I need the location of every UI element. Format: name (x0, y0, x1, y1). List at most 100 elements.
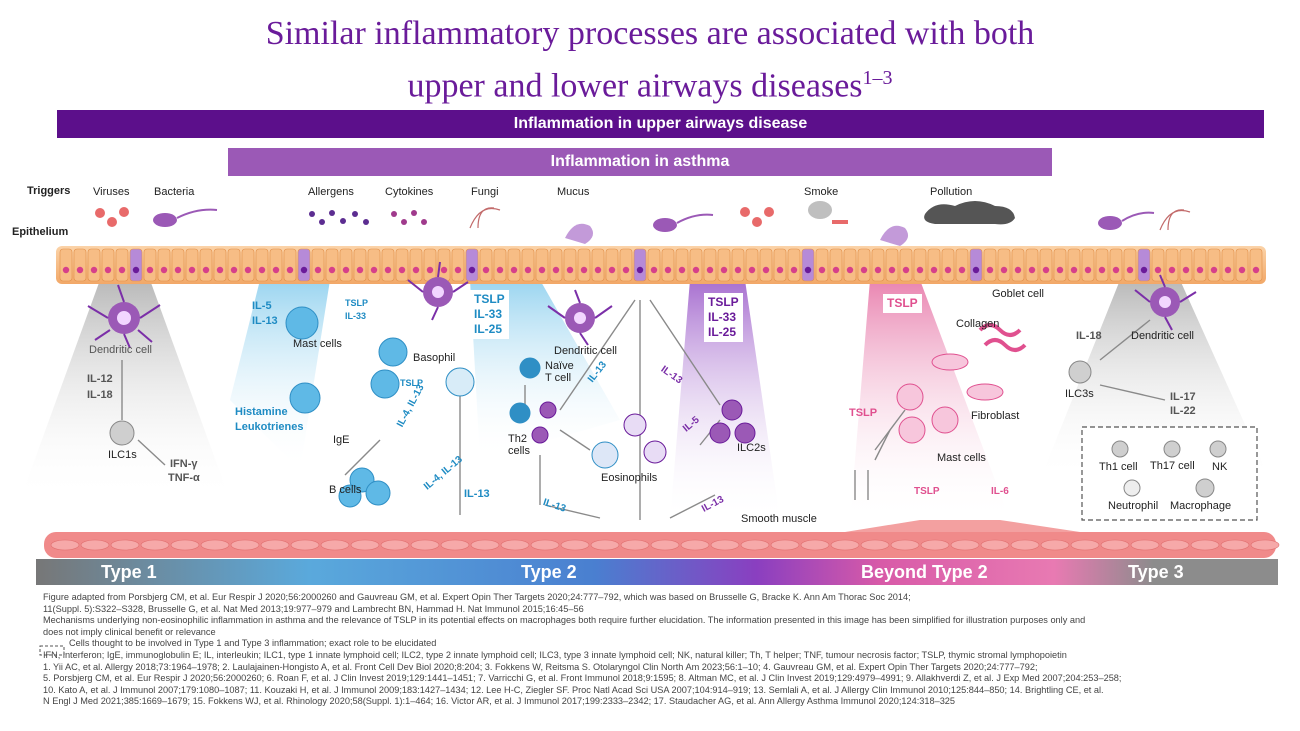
cell-nucleus (706, 266, 714, 274)
title-line2: upper and lower airways diseases (407, 67, 863, 105)
triggers-label: Triggers (27, 185, 71, 197)
type3-label: Type 3 (1128, 562, 1184, 582)
beyond-type2-label: Beyond Type 2 (861, 562, 988, 582)
asthma-band-label: Inflammation in asthma (550, 153, 730, 170)
cell-nucleus (1224, 266, 1232, 274)
epithelial-cell (339, 248, 353, 282)
il25-box2: IL-25 (708, 325, 737, 339)
legend-nk: NK (1212, 461, 1228, 473)
epithelial-cell (941, 248, 955, 282)
upper-airways-band: Inflammation in upper airways disease (57, 110, 1264, 138)
footer-line: Figure adapted from Porsbjerg CM, et al.… (43, 592, 911, 602)
tnf-label: TNF-α (168, 472, 200, 484)
smooth-muscle-cell (1010, 539, 1040, 551)
smooth-muscle-cell (950, 539, 980, 551)
cell-nucleus (230, 266, 238, 274)
cell-nucleus (832, 266, 840, 274)
dendritic-cell-left-icon (87, 284, 161, 349)
cell-nucleus (1168, 266, 1176, 274)
epithelial-cell (479, 248, 493, 282)
pink-cells (896, 323, 1027, 444)
smooth-muscle-cell (980, 539, 1010, 551)
epithelial-cell (73, 248, 87, 282)
tslp-cone-pink (850, 280, 1010, 520)
epithelial-cell (381, 248, 395, 282)
epithelial-cell (689, 248, 703, 282)
epithelial-cell (115, 248, 129, 282)
epithelial-cell (1165, 248, 1179, 282)
cell-nucleus (1126, 266, 1134, 274)
smooth-muscle-cell (1070, 539, 1100, 551)
epithelial-cell (59, 248, 73, 282)
smooth-muscle-cell (770, 539, 800, 551)
cell-nucleus (328, 266, 336, 274)
cell-nucleus (860, 266, 868, 274)
cell-nucleus (132, 266, 140, 274)
epithelial-cell (563, 248, 577, 282)
asthma-band: Inflammation in asthma (228, 148, 1052, 176)
type1-label: Type 1 (101, 562, 157, 582)
il22-label: IL-22 (1170, 405, 1196, 417)
cell-nucleus (356, 266, 364, 274)
epithelial-cell (955, 248, 969, 282)
epithelial-cell (507, 248, 521, 282)
cell-nucleus (188, 266, 196, 274)
smooth-muscle-cell (710, 539, 740, 551)
epithelial-cell (171, 248, 185, 282)
collagen-label: Collagen (956, 318, 1000, 330)
footer-line: N Engl J Med 2021;385:1669–1679; 15. Fok… (43, 696, 956, 707)
epithelial-cell (843, 248, 857, 282)
footer-dashed-icon (39, 645, 65, 656)
cell-nucleus (1182, 266, 1190, 274)
epithelial-cell (927, 248, 941, 282)
smooth-muscle-cell (680, 539, 710, 551)
mast-cone (230, 280, 330, 470)
epithelial-cell (1193, 248, 1207, 282)
epithelial-cell (717, 248, 731, 282)
smooth-muscle-cell (650, 539, 680, 551)
smooth-muscle-cell (170, 539, 200, 551)
cell-nucleus (538, 266, 546, 274)
epithelial-cell (731, 248, 745, 282)
cell-nucleus (552, 266, 560, 274)
il12-label: IL-12 (87, 373, 113, 385)
thickened-muscle (845, 520, 1080, 532)
footer-line: does not imply clinical benefit or relev… (43, 626, 216, 637)
epithelial-cell (1095, 248, 1109, 282)
cell-nucleus (468, 266, 476, 274)
epithelial-cell (157, 248, 171, 282)
cell-nucleus (650, 266, 658, 274)
cell-nucleus (384, 266, 392, 274)
il17-label: IL-17 (1170, 391, 1196, 403)
epithelial-cell (871, 248, 885, 282)
cell-nucleus (398, 266, 406, 274)
il33-mast-label: IL-33 (345, 311, 367, 321)
cell-nucleus (972, 266, 980, 274)
smooth-muscle-cells (50, 539, 1280, 551)
histamine-label: Histamine (235, 406, 288, 418)
epithelial-cells (59, 248, 1263, 282)
cell-nucleus (818, 266, 826, 274)
tslp-pink-box: TSLP (883, 294, 922, 313)
epithelial-cell (913, 248, 927, 282)
cell-nucleus (258, 266, 266, 274)
basophil-label: Basophil (413, 352, 456, 364)
ilc1s-label: ILC1s (108, 449, 137, 461)
cell-nucleus (300, 266, 308, 274)
epithelial-cell (199, 248, 213, 282)
epithelial-cell (577, 248, 591, 282)
upper-airways-band-label: Inflammation in upper airways disease (513, 115, 808, 132)
epithelial-cell (241, 248, 255, 282)
epithelial-cell (1109, 248, 1123, 282)
cell-nucleus (286, 266, 294, 274)
epithelial-cell (535, 248, 549, 282)
smooth-muscle-cell (410, 539, 440, 551)
epithelial-cell (227, 248, 241, 282)
cell-nucleus (566, 266, 574, 274)
ilc2s-label: ILC2s (737, 442, 766, 454)
epithelial-cell (829, 248, 843, 282)
smooth-muscle-cell (320, 539, 350, 551)
legend-th1: Th1 cell (1099, 461, 1138, 473)
cell-nucleus (636, 266, 644, 274)
type2-label: Type 2 (521, 562, 577, 582)
